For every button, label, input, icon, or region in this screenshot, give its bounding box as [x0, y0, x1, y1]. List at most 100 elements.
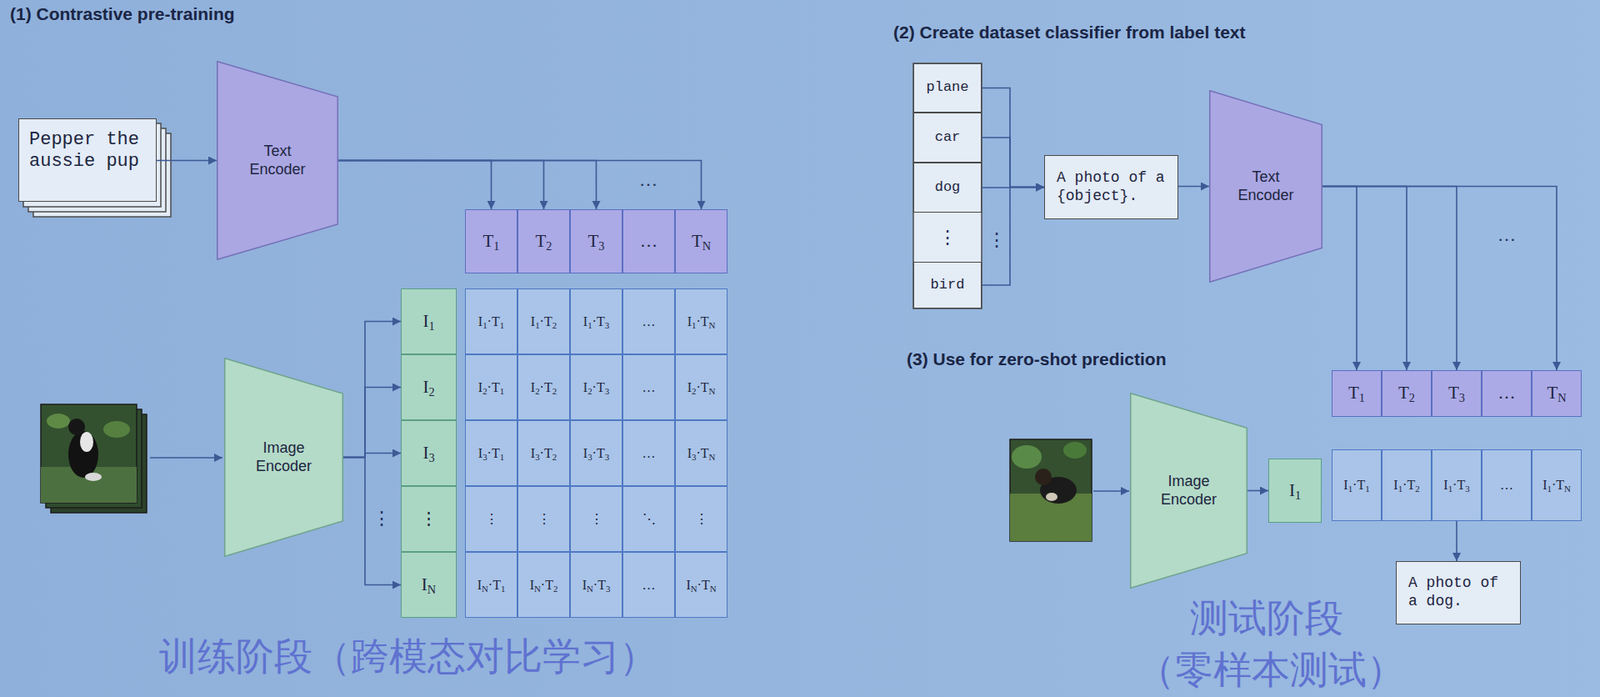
similarity-cell: IN·T2	[517, 551, 570, 618]
node-text: IN·T2	[530, 576, 559, 593]
node-text: I1·T3	[583, 313, 610, 330]
node-text: ⋮	[695, 510, 709, 527]
connector-arrow	[338, 160, 597, 210]
connector-arrow	[1322, 186, 1457, 371]
similarity-cell: …	[622, 420, 675, 486]
text-embedding-cell: …	[622, 209, 675, 274]
node-text: T2	[1398, 382, 1415, 404]
node-text: Pepper the aussie pup	[29, 129, 146, 174]
connector-arrow	[343, 387, 401, 458]
image-embedding-cell: ⋮	[400, 485, 457, 552]
node-text: I1·T1	[1343, 476, 1370, 493]
class-label-cell: bird	[913, 261, 982, 309]
similarity-cell: I1·T3	[570, 288, 623, 355]
node-text: I3·TN	[687, 445, 716, 461]
node-text: plane	[925, 79, 969, 96]
node-text: I3	[422, 442, 435, 464]
text-embedding-cell: TN	[675, 209, 728, 274]
similarity-cell: I3·T3	[570, 420, 623, 486]
text-embedding-cell: T3	[570, 209, 623, 274]
connector-arrow	[981, 187, 1045, 286]
node-text: …	[642, 379, 656, 395]
node-text: I2·T2	[530, 379, 557, 395]
text-embedding-cell: T1	[1331, 370, 1382, 417]
node-text: …	[642, 313, 656, 330]
text-embedding-cell: T2	[1381, 370, 1432, 417]
connector-arrow	[1322, 186, 1557, 371]
stage-caption: （零样本测试）	[1136, 646, 1405, 693]
node-text: I2	[422, 376, 435, 398]
connector-arrow	[981, 137, 1045, 188]
similarity-cell: I1·TN	[1531, 449, 1582, 521]
similarity-cell: I1·T2	[517, 288, 570, 355]
ellipsis-mark: …	[1497, 224, 1516, 246]
ellipsis-mark: ⋮	[372, 507, 391, 530]
text-embedding-cell: T3	[1431, 370, 1482, 417]
node-text: T2	[535, 230, 553, 252]
similarity-cell: …	[1481, 449, 1532, 521]
node-text: A photo of a dog.	[1408, 574, 1509, 610]
node-text: I3·T3	[583, 445, 610, 461]
image-encoder: Image Encoder	[224, 357, 344, 557]
node-text: ⋮	[420, 508, 438, 530]
text-embedding-cell: …	[1481, 370, 1532, 417]
similarity-cell: IN·TN	[675, 551, 728, 618]
node-text: ⋮	[485, 510, 499, 527]
similarity-cell: I2·TN	[675, 354, 728, 420]
connector-arrow	[343, 321, 401, 458]
similarity-cell: I1·T3	[1431, 449, 1482, 521]
node-text: Text Encoder	[238, 142, 317, 179]
node-text: I1·TN	[687, 313, 716, 330]
text-embedding-cell: T1	[465, 209, 518, 274]
dog-photo	[1010, 439, 1092, 541]
input-arrow	[1093, 490, 1130, 492]
similarity-cell: IN·T1	[465, 551, 518, 618]
ellipsis-mark: ⋮	[987, 229, 1006, 251]
node-text: I1·T2	[530, 313, 557, 330]
similarity-cell: I1·T1	[465, 288, 518, 355]
connector-arrow	[338, 160, 702, 210]
ellipsis-mark: …	[639, 169, 658, 191]
similarity-cell: I2·T3	[570, 354, 623, 420]
node-text: IN	[421, 574, 436, 595]
node-text: ⋮	[537, 510, 551, 527]
node-text: bird	[930, 276, 965, 294]
stage-caption: 测试阶段	[1190, 595, 1344, 641]
encoder-outline	[1210, 90, 1323, 283]
node-text: I1·T2	[1393, 476, 1420, 493]
input-arrow	[150, 456, 223, 459]
node-text: car	[935, 129, 961, 146]
ellipsis-mark: ⋮	[938, 226, 957, 249]
connector-arrow	[1455, 520, 1458, 561]
class-label-cell: car	[913, 112, 982, 163]
image-embedding-cell: I3	[400, 420, 457, 486]
similarity-cell: I1·T1	[1331, 449, 1382, 521]
connector-arrow	[1322, 186, 1357, 371]
connector-arrow	[1247, 490, 1269, 492]
similarity-cell: I1·T2	[1381, 449, 1432, 521]
encoder-outline	[225, 358, 344, 557]
similarity-cell: I3·T1	[465, 420, 518, 486]
node-text: IN·TN	[685, 576, 716, 593]
image-embedding-cell: IN	[400, 551, 457, 618]
node-text: I3·T2	[530, 445, 557, 461]
encoder-outline	[1130, 393, 1248, 589]
similarity-cell: ⋮	[465, 485, 518, 552]
node-text: IN·T1	[477, 576, 506, 593]
node-text: I3·T1	[478, 445, 505, 461]
node-text: TN	[1546, 382, 1566, 404]
prompt-template-box: A photo of a {object}.	[1044, 155, 1179, 220]
node-text: …	[642, 576, 656, 593]
similarity-cell: IN·T3	[570, 551, 623, 618]
similarity-cell: …	[622, 551, 675, 618]
similarity-cell: ⋮	[675, 485, 728, 552]
node-text: I1·T1	[478, 313, 505, 330]
prompt-template-box: A photo of a dog.	[1395, 560, 1521, 625]
node-text: …	[1498, 382, 1516, 404]
node-text: …	[642, 445, 656, 461]
connector-arrow	[1178, 185, 1210, 188]
section-heading: (2) Create dataset classifier from label…	[893, 21, 1246, 43]
similarity-cell: I3·TN	[675, 420, 728, 486]
node-text: I1·T3	[1443, 476, 1470, 493]
